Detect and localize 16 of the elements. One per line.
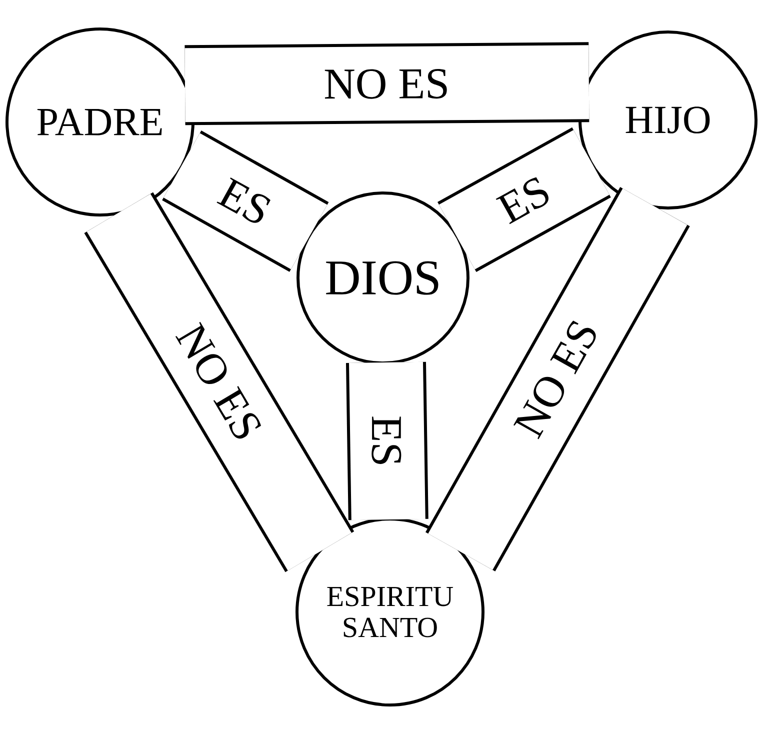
edge-label: NO ES	[511, 315, 602, 442]
edge-label: ES	[493, 172, 556, 226]
band-connector	[84, 192, 354, 572]
band-connector	[184, 42, 590, 126]
edge-label: ES	[370, 414, 402, 468]
circle-node: DIOS	[296, 192, 470, 364]
band-connector	[162, 130, 329, 272]
edge-label: ES	[214, 175, 276, 229]
circle-node: PADRE	[6, 28, 194, 216]
band-connector	[426, 187, 690, 572]
edge-label: NO ES	[322, 68, 451, 100]
band-connector	[346, 362, 428, 520]
circle-node: ESPIRITU SANTO	[296, 518, 484, 706]
band-connector	[437, 127, 611, 272]
edge-label: NO ES	[173, 319, 266, 446]
circle-node: HIJO	[578, 30, 758, 210]
